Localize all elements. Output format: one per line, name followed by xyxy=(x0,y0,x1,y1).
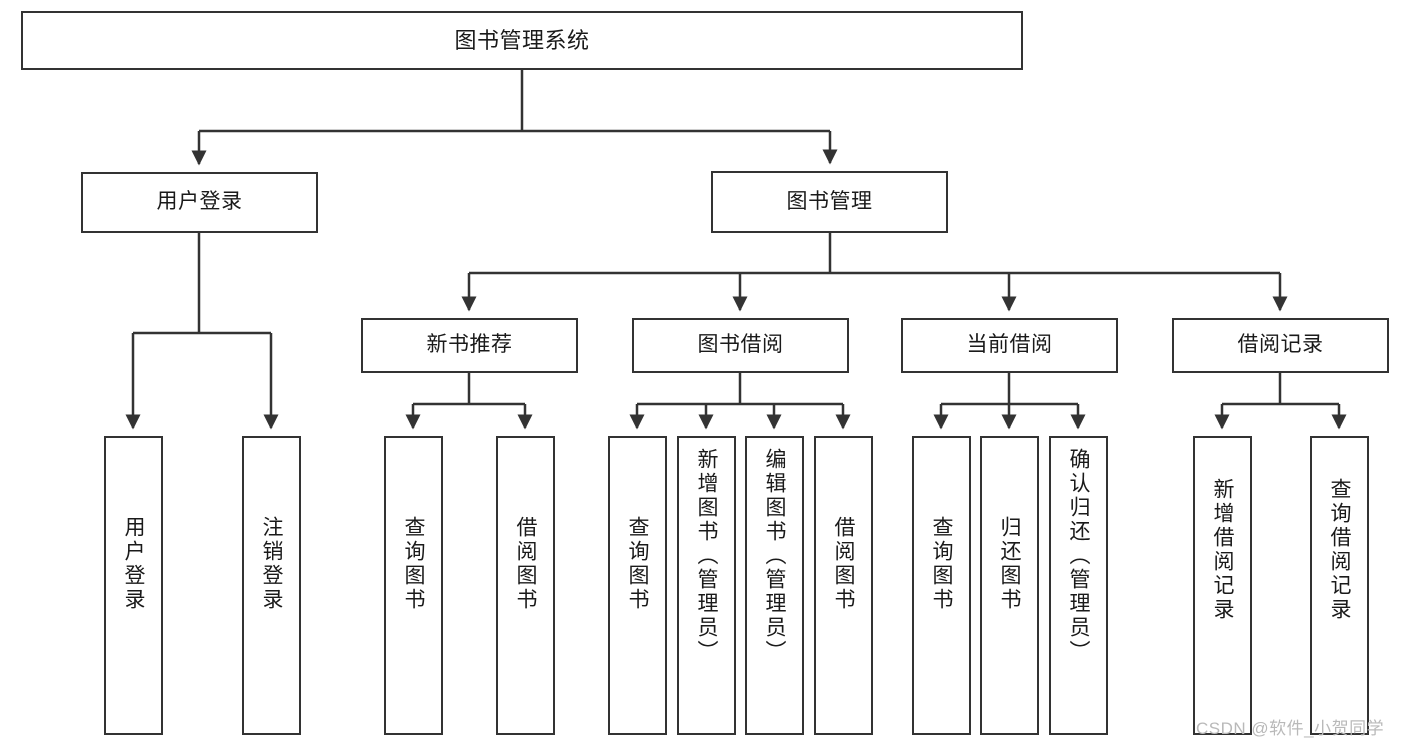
leaf-borrow-book-borrow[interactable]: 借阅图书 xyxy=(814,436,873,735)
node-label: 借阅记录 xyxy=(1237,333,1324,357)
node-label: 查询图书 xyxy=(930,516,953,612)
node-label: 查询图书 xyxy=(402,516,425,612)
node-root-system[interactable]: 图书管理系统 xyxy=(21,11,1023,70)
node-current-borrow[interactable]: 当前借阅 xyxy=(901,318,1118,373)
leaf-query-book-recommend[interactable]: 查询图书 xyxy=(384,436,443,735)
leaf-edit-book-admin[interactable]: 编辑图书（管理员） xyxy=(745,436,804,735)
node-label: 借阅图书 xyxy=(832,516,855,612)
node-label: 新增图书（管理员） xyxy=(695,448,718,664)
node-label: 用户登录 xyxy=(156,190,243,214)
node-label: 归还图书 xyxy=(998,516,1021,612)
leaf-query-book-borrow[interactable]: 查询图书 xyxy=(608,436,667,735)
node-book-borrow[interactable]: 图书借阅 xyxy=(632,318,849,373)
node-label: 图书借阅 xyxy=(697,333,784,357)
node-label: 注销登录 xyxy=(260,516,283,612)
leaf-confirm-return-admin[interactable]: 确认归还（管理员） xyxy=(1049,436,1108,735)
node-label: 新书推荐 xyxy=(426,333,513,357)
node-label: 当前借阅 xyxy=(966,333,1053,357)
node-label: 查询图书 xyxy=(626,516,649,612)
leaf-logout[interactable]: 注销登录 xyxy=(242,436,301,735)
leaf-return-book[interactable]: 归还图书 xyxy=(980,436,1039,735)
node-label: 图书管理 xyxy=(786,189,873,213)
node-borrow-record[interactable]: 借阅记录 xyxy=(1172,318,1389,373)
node-book-management[interactable]: 图书管理 xyxy=(711,171,948,233)
node-label: 用户登录 xyxy=(122,516,145,612)
node-new-book-recommend[interactable]: 新书推荐 xyxy=(361,318,578,373)
node-label: 查询借阅记录 xyxy=(1328,478,1351,622)
node-label: 编辑图书（管理员） xyxy=(763,448,786,664)
leaf-add-borrow-record[interactable]: 新增借阅记录 xyxy=(1193,436,1252,735)
node-label: 图书管理系统 xyxy=(454,27,590,53)
node-label: 确认归还（管理员） xyxy=(1067,448,1090,664)
leaf-add-book-admin[interactable]: 新增图书（管理员） xyxy=(677,436,736,735)
leaf-query-book-current[interactable]: 查询图书 xyxy=(912,436,971,735)
node-user-login[interactable]: 用户登录 xyxy=(81,172,318,233)
leaf-user-login[interactable]: 用户登录 xyxy=(104,436,163,735)
leaf-borrow-book-recommend[interactable]: 借阅图书 xyxy=(496,436,555,735)
leaf-query-borrow-record[interactable]: 查询借阅记录 xyxy=(1310,436,1369,735)
node-label: 借阅图书 xyxy=(514,516,537,612)
node-label: 新增借阅记录 xyxy=(1211,478,1234,622)
